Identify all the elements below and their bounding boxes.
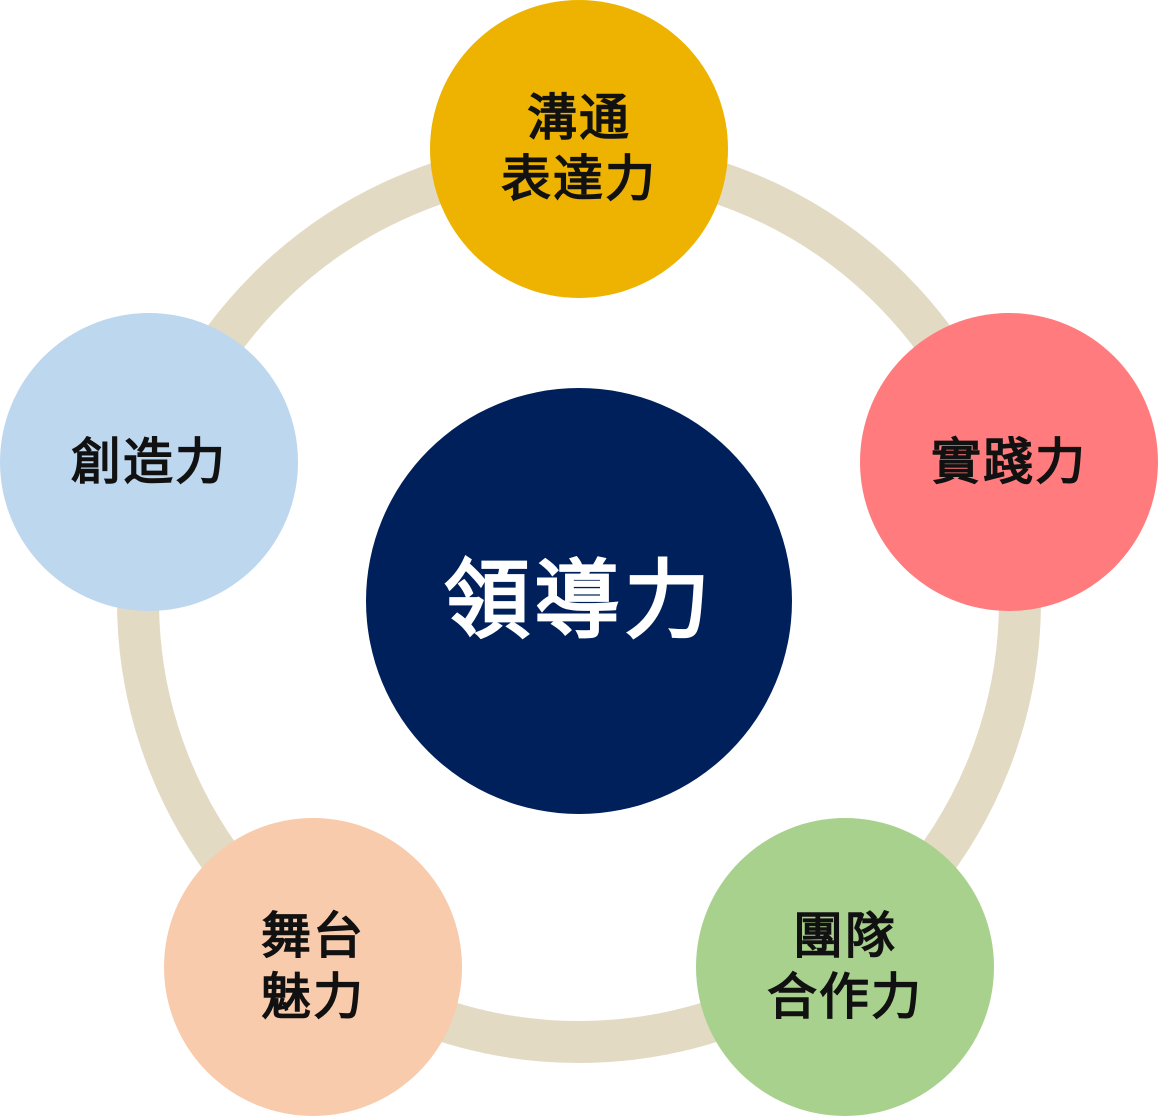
node-communication: 溝通 表達力 [430,0,728,298]
node-creativity-label: 創造力 [71,432,227,491]
node-execution-label: 實踐力 [931,432,1087,491]
node-communication-label: 溝通 表達力 [501,89,657,208]
node-creativity: 創造力 [0,313,298,611]
center-leadership-circle: 領導力 [366,388,792,814]
node-stage-charisma-label: 舞台 魅力 [261,907,365,1026]
center-label: 領導力 [444,550,714,651]
node-stage-charisma: 舞台 魅力 [164,818,462,1116]
node-teamwork-label: 團隊 合作力 [767,907,923,1026]
node-execution: 實踐力 [860,313,1158,611]
node-teamwork: 團隊 合作力 [696,818,994,1116]
